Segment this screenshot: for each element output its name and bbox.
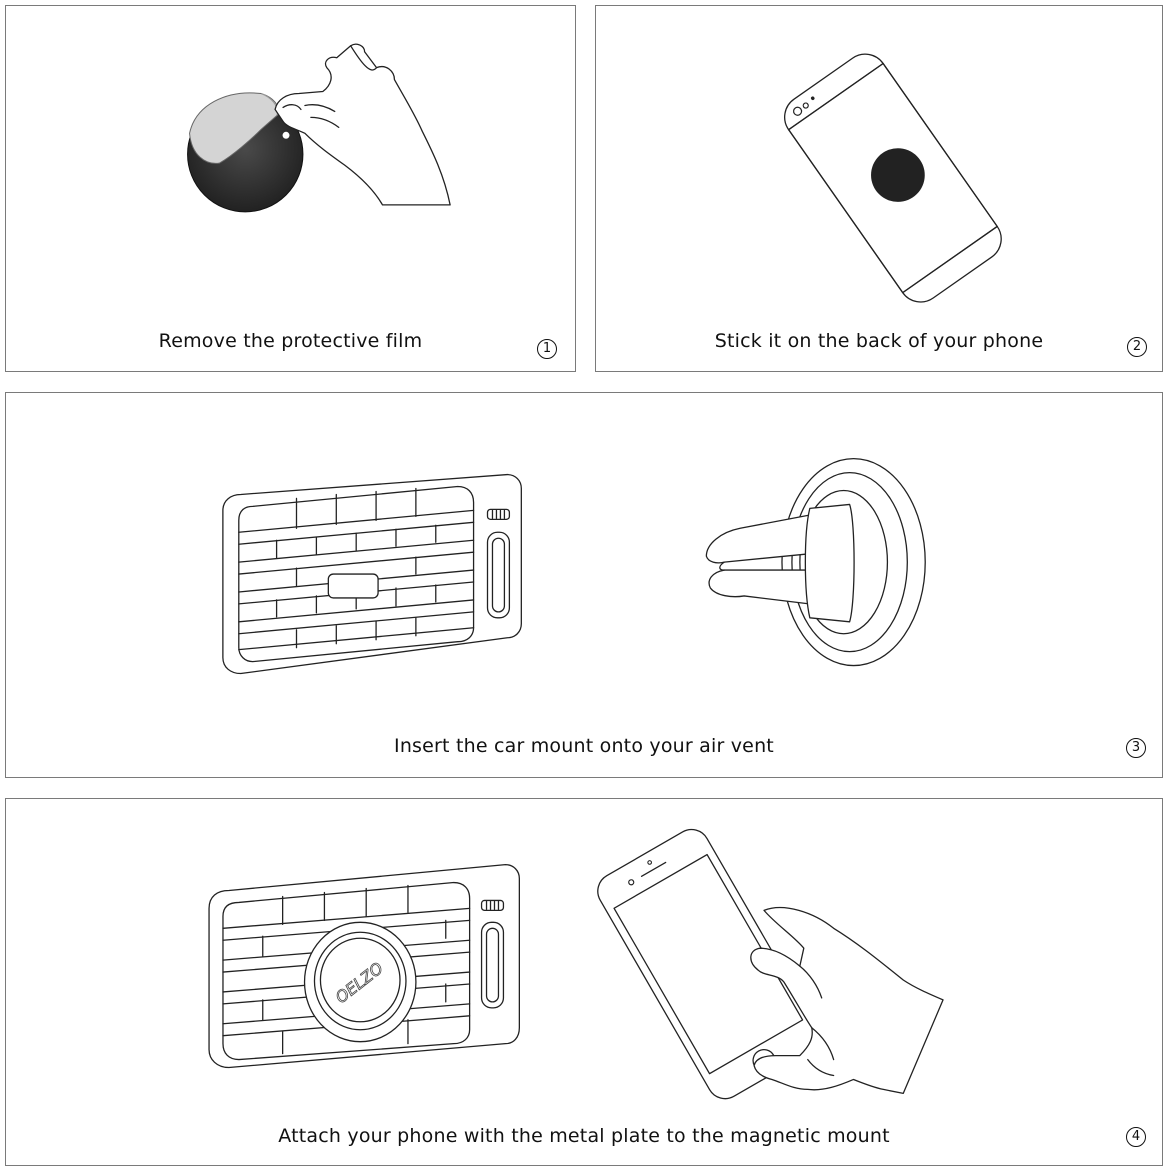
vent-mount-icon [705,458,926,667]
step-1-panel: Remove the protective film 1 [5,5,576,372]
air-vent-and-mount-illustration [222,458,926,675]
phone-front-icon [597,828,820,1100]
hand-icon [750,906,944,1095]
air-vent-icon [222,473,522,675]
step-number-badge: 3 [1126,738,1146,758]
step-number-badge: 1 [537,339,557,359]
step-caption: Stick it on the back of your phone [714,330,1044,352]
step-caption: Attach your phone with the metal plate t… [278,1125,890,1147]
phone-back-illustration [784,53,1002,303]
peel-film-illustration [187,43,451,213]
step-number-badge: 4 [1126,1127,1146,1147]
metal-plate-icon [871,148,925,202]
step-3-panel: Insert the car mount onto your air vent … [5,392,1163,778]
step-caption: Remove the protective film [158,330,423,352]
magnetic-mount-icon: OELZO [303,921,417,1043]
attach-phone-illustration: OELZO [208,828,944,1100]
hand-icon [274,43,451,206]
step-number-badge: 2 [1127,337,1147,357]
step-2-panel: Stick it on the back of your phone 2 [595,5,1163,372]
step-caption: Insert the car mount onto your air vent [394,735,774,757]
step-4-panel: OELZO Attach your phone with the metal p… [5,798,1163,1166]
